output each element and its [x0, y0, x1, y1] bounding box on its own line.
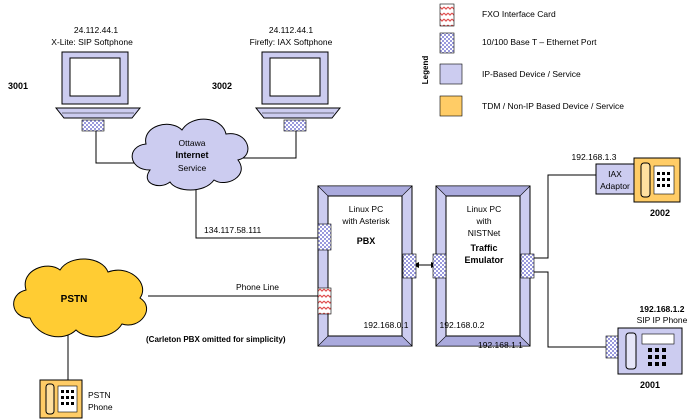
sip-extension: 2001	[640, 380, 660, 390]
xlite-ip: 24.112.44.1	[74, 25, 119, 35]
phone-icon	[39, 379, 83, 419]
emulator-label-4: Traffic	[470, 243, 497, 253]
sip-ip: 192.168.1.2	[640, 304, 685, 314]
sip-ip-phone: 192.168.1.2 SIP IP Phone 2001	[605, 304, 688, 390]
link-hub-iax	[534, 174, 596, 259]
tdm-device-swatch	[439, 95, 463, 117]
firefly-name: Firefly: IAX Softphone	[250, 37, 333, 47]
ethernet-port-icon	[402, 253, 417, 279]
computer-icon	[254, 51, 342, 132]
iax-ip: 192.168.1.3	[572, 152, 617, 162]
firefly-ip: 24.112.44.1	[269, 25, 314, 35]
legend-title: Legend	[421, 56, 430, 85]
legend-item-4: TDM / Non-IP Based Device / Service	[482, 101, 624, 111]
pstn-phone-label-2: Phone	[88, 402, 113, 412]
iax-label-2: Adaptor	[600, 181, 630, 191]
iax-extension: 2002	[650, 208, 670, 218]
traffic-emulator: Linux PC with NISTNet Traffic Emulator	[432, 185, 535, 347]
iax-label-1: IAX	[608, 169, 622, 179]
xlite-extension: 3001	[8, 81, 28, 91]
phone-icon	[633, 157, 681, 203]
pbx-wan-ip: 134.117.58.111	[204, 225, 261, 235]
pbx-server: Linux PC with Asterisk PBX 134.117.58.11…	[204, 185, 417, 347]
emulator-label-3: NISTNet	[468, 228, 501, 238]
phone-icon	[617, 327, 683, 375]
ethernet-port-icon	[432, 253, 447, 279]
legend-item-3: IP-Based Device / Service	[482, 69, 581, 79]
pstn-cloud: PSTN Phone Line (Carleton PBX omitted fo…	[13, 258, 286, 344]
ethernet-port-icon	[317, 223, 332, 251]
iax-adaptor: 192.168.1.3 IAX Adaptor 2002	[572, 152, 681, 218]
ethernet-port-icon	[439, 32, 455, 54]
internet-cloud: Ottawa Internet Service	[131, 118, 249, 191]
ethernet-port-icon	[605, 335, 619, 359]
fxo-card-icon	[317, 287, 332, 315]
emulator-label-2: with	[475, 216, 491, 226]
pbx-label-3: PBX	[357, 236, 376, 246]
ethernet-port-icon	[283, 119, 307, 132]
xlite-softphone: 24.112.44.1 X-Lite: SIP Softphone 3001	[8, 25, 142, 132]
internet-label-2: Internet	[175, 150, 208, 160]
pstn-link-label: Phone Line	[236, 282, 279, 292]
firefly-extension: 3002	[212, 81, 232, 91]
ethernet-port-icon	[81, 119, 105, 132]
ethernet-port-icon	[520, 253, 535, 279]
internet-label-3: Service	[178, 163, 207, 173]
pstn-label: PSTN	[61, 294, 88, 305]
pbx-lan-ip: 192.168.0.1	[364, 320, 409, 330]
pbx-label-2: with Asterisk	[341, 216, 390, 226]
link-xlite-internet	[95, 131, 140, 164]
legend-item-1: FXO Interface Card	[482, 9, 556, 19]
emulator-ip-in: 192.168.0.2	[440, 320, 485, 330]
xlite-name: X-Lite: SIP Softphone	[51, 37, 133, 47]
ip-device-swatch	[439, 63, 463, 85]
pstn-phone: PSTN Phone	[39, 379, 113, 419]
link-hub-sip	[534, 271, 608, 348]
computer-icon	[54, 51, 142, 132]
emulator-label-5: Emulator	[464, 255, 504, 265]
pbx-label-1: Linux PC	[349, 204, 384, 214]
emulator-ip-out: 192.168.1.1	[478, 340, 523, 350]
link-firefly-internet	[238, 131, 297, 159]
link-internet-pbx	[195, 186, 322, 239]
emulator-label-1: Linux PC	[467, 204, 502, 214]
pstn-phone-label-1: PSTN	[88, 390, 111, 400]
pstn-note: (Carleton PBX omitted for simplicity)	[146, 335, 286, 344]
firefly-softphone: 24.112.44.1 Firefly: IAX Softphone 3002	[212, 25, 342, 132]
fxo-card-icon	[439, 3, 455, 27]
legend: Legend FXO Interface Card 10/100 Base T …	[421, 3, 624, 117]
sip-name: SIP IP Phone	[637, 315, 688, 325]
internet-label-1: Ottawa	[179, 138, 206, 148]
legend-item-2: 10/100 Base T – Ethernet Port	[482, 37, 597, 47]
